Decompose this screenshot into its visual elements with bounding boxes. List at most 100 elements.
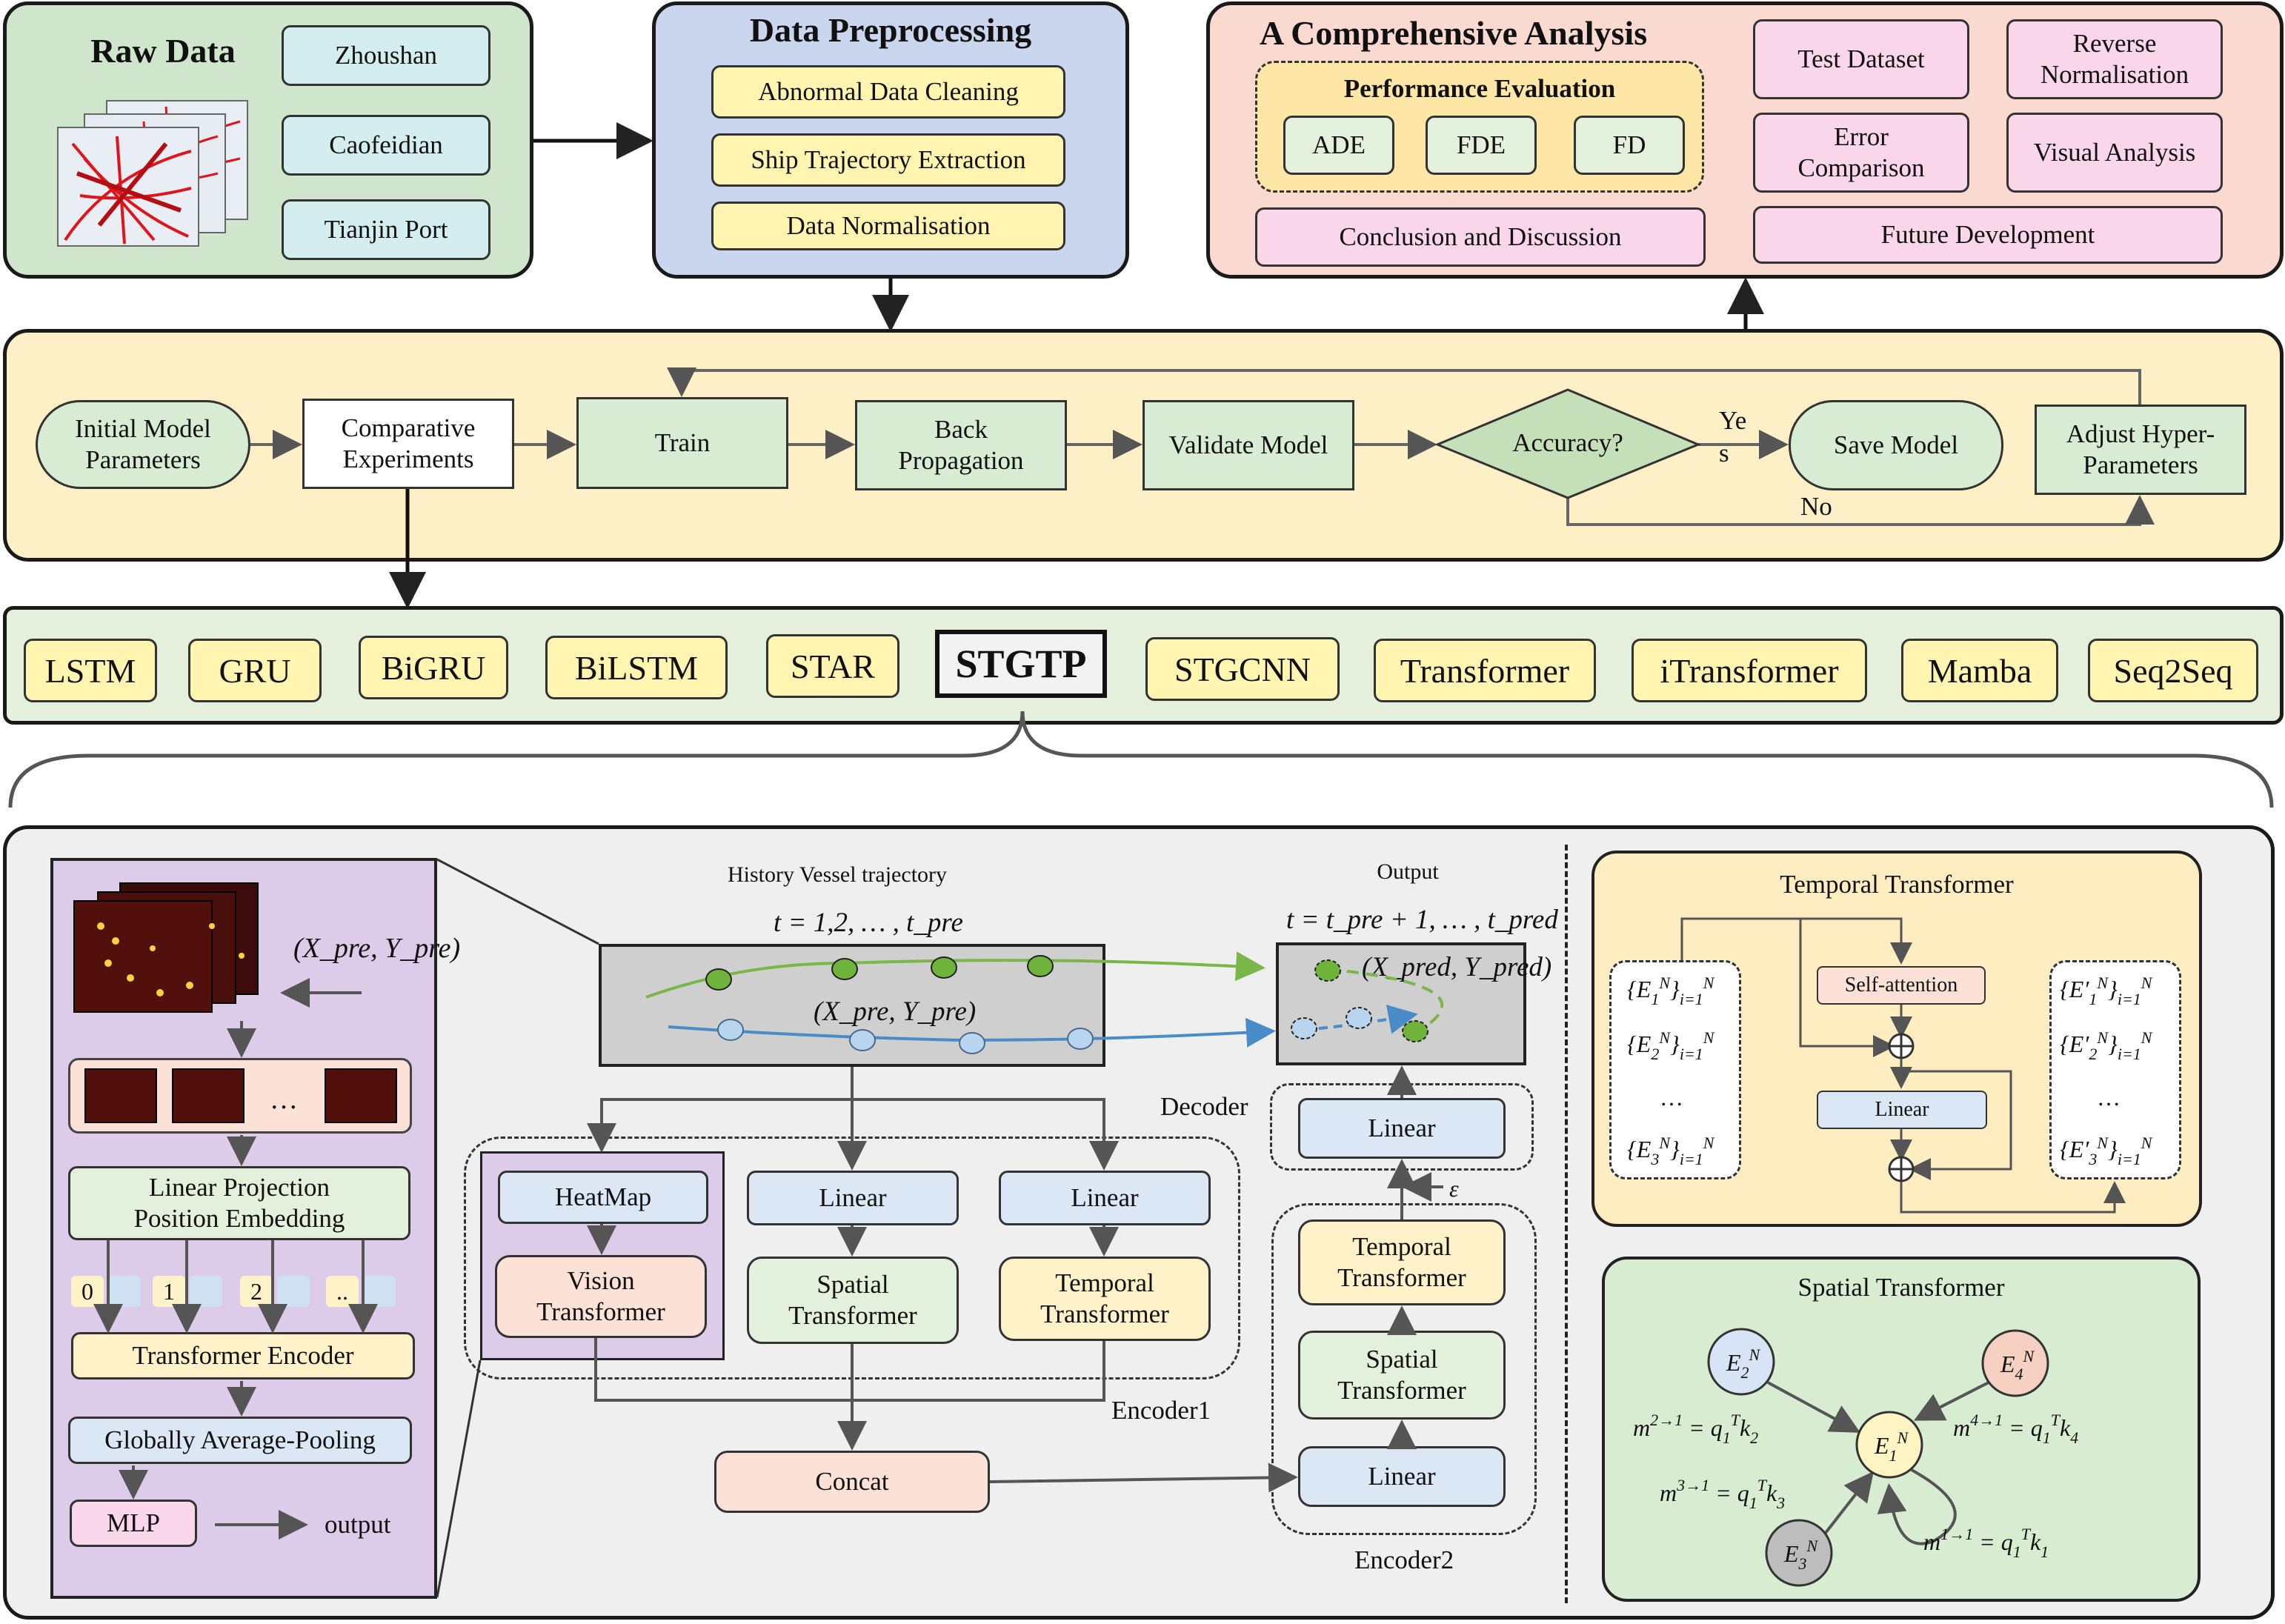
save-model: Save Model <box>1789 400 2003 490</box>
svg-text:…: … <box>2097 1084 2121 1111</box>
svg-text:{E′3N}i=1N: {E′3N}i=1N <box>2060 1134 2153 1168</box>
visual-analysis: Visual Analysis <box>2006 113 2223 193</box>
encoder2-temporal-block: Temporal Transformer <box>1298 1219 1506 1305</box>
performance-evaluation-title: Performance Evaluation <box>1343 74 1616 103</box>
temporal-transformer-title: Temporal Transformer <box>1780 870 2014 899</box>
linear-projection: Linear Projection Position Embedding <box>68 1166 410 1240</box>
transformer-encoder: Transformer Encoder <box>71 1332 415 1380</box>
model-bilstm: BiLSTM <box>545 636 728 699</box>
vit-input-text: (X_pre, Y_pre) <box>293 933 461 964</box>
svg-text:{E′2N}i=1N: {E′2N}i=1N <box>2060 1028 2153 1063</box>
section-separator <box>1565 845 1568 1603</box>
enc2-temporal-line1: Temporal <box>1352 1232 1451 1261</box>
comparative-line1: Comparative <box>341 413 476 442</box>
comparative-line2: Experiments <box>342 445 474 473</box>
token-2-embed <box>277 1276 310 1307</box>
spatial-transformer-block: Spatial Transformer <box>747 1257 959 1344</box>
patch-ellipsis: … <box>270 1084 298 1115</box>
vision-line2: Transformer <box>536 1297 665 1326</box>
expansion-brace <box>8 710 2274 808</box>
initial-line2: Parameters <box>85 445 201 474</box>
raw-data-title: Raw Data <box>90 32 236 70</box>
history-title: History Vessel trajectory <box>727 862 948 887</box>
svg-text:{E2N}i=1N: {E2N}i=1N <box>1627 1028 1715 1063</box>
output-time-text: t = t_pre + 1, … , t_pred <box>1286 905 1558 935</box>
model-lstm: LSTM <box>24 639 157 702</box>
adjust-line1: Adjust Hyper- <box>2066 419 2215 448</box>
svg-text:…: … <box>1660 1084 1683 1111</box>
model-mamba: Mamba <box>1901 639 2058 702</box>
model-star: STAR <box>766 634 899 698</box>
model-itransformer: iTransformer <box>1632 639 1867 702</box>
step-trajectory-extraction: Ship Trajectory Extraction <box>711 133 1065 187</box>
error-comparison-line2: Comparison <box>1797 153 1925 182</box>
reverse-normalisation-line2: Normalisation <box>2040 60 2189 89</box>
accuracy-decision <box>1434 388 1701 499</box>
svg-text:m2→1 = q1Tk2: m2→1 = q1Tk2 <box>1633 1411 1758 1447</box>
svg-text:m4→1 = q1Tk4: m4→1 = q1Tk4 <box>1953 1411 2078 1447</box>
patch-3 <box>325 1068 397 1123</box>
token-n: .. <box>326 1276 359 1307</box>
port-caofeidian: Caofeidian <box>282 115 490 176</box>
data-preprocessing-title: Data Preprocessing <box>749 11 1032 49</box>
enc2-spatial-line1: Spatial <box>1366 1345 1438 1374</box>
adjust-hyper-parameters: Adjust Hyper- Parameters <box>2035 405 2246 495</box>
enc2-spatial-line2: Transformer <box>1337 1376 1466 1405</box>
svg-text:m1→1 = q1Tk1: m1→1 = q1Tk1 <box>1923 1525 2049 1561</box>
step-abnormal-cleaning: Abnormal Data Cleaning <box>711 65 1065 119</box>
spatial-linear-block: Linear <box>747 1171 959 1225</box>
vit-input-label: (X_pre, Y_pre) <box>293 932 460 965</box>
analysis-title: A Comprehensive Analysis <box>1260 14 1648 52</box>
decoder-label: Decoder <box>1160 1092 1248 1121</box>
concat-block: Concat <box>714 1451 990 1513</box>
heatmap-block: HeatMap <box>498 1171 708 1224</box>
output-embeddings-group <box>2049 960 2181 1179</box>
history-trajectory-label: (X_pre, Y_pre) <box>814 996 976 1028</box>
port-tianjin: Tianjin Port <box>282 199 490 260</box>
enc2-temporal-line2: Transformer <box>1337 1263 1466 1292</box>
conclusion-discussion: Conclusion and Discussion <box>1255 207 1706 267</box>
yes-label-line1: Ye <box>1719 406 1747 435</box>
reverse-normalisation: Reverse Normalisation <box>2006 19 2223 99</box>
linear-projection-line2: Position Embedding <box>133 1204 345 1233</box>
linear-projection-line1: Linear Projection <box>149 1173 330 1202</box>
mlp-box: MLP <box>70 1500 197 1547</box>
model-stgcnn: STGCNN <box>1145 637 1340 701</box>
test-dataset: Test Dataset <box>1753 19 1969 99</box>
adjust-line2: Parameters <box>2083 450 2198 479</box>
global-average-pooling: Globally Average-Pooling <box>68 1417 412 1464</box>
output-green-track <box>1327 968 1444 1030</box>
model-transformer: Transformer <box>1374 639 1596 702</box>
temporal-linear-input-block: Linear <box>999 1171 1211 1225</box>
model-gru: GRU <box>188 639 322 702</box>
svg-text:{E′1N}i=1N: {E′1N}i=1N <box>2060 974 2153 1008</box>
model-seq2seq: Seq2Seq <box>2088 639 2258 702</box>
comparative-experiments: Comparative Experiments <box>302 399 514 489</box>
metric-fde: FDE <box>1426 116 1537 175</box>
token-n-embed <box>363 1276 396 1307</box>
spatial-transformer-title: Spatial Transformer <box>1797 1273 2005 1302</box>
error-comparison: Error Comparison <box>1753 113 1969 193</box>
history-time-label: t = 1,2, … , t_pre <box>774 907 963 939</box>
validate-model: Validate Model <box>1142 400 1354 490</box>
token-0-embed <box>108 1276 141 1307</box>
initial-model-parameters: Initial Model Parameters <box>36 400 250 489</box>
metric-fd: FD <box>1574 116 1685 175</box>
model-bigru: BiGRU <box>359 636 508 699</box>
future-development: Future Development <box>1753 206 2223 264</box>
temporal-line2: Transformer <box>1040 1299 1169 1328</box>
token-0: 0 <box>71 1276 104 1307</box>
token-1-embed <box>190 1276 222 1307</box>
encoder2-label: Encoder2 <box>1354 1545 1454 1574</box>
initial-line1: Initial Model <box>75 414 211 443</box>
backprop-line1: Back <box>934 415 988 444</box>
temporal-transformer-block: Temporal Transformer <box>999 1257 1211 1341</box>
port-zhoushan: Zhoushan <box>282 25 490 86</box>
temporal-linear-block: Linear <box>1817 1091 1987 1129</box>
svg-text:{E3N}i=1N: {E3N}i=1N <box>1627 1134 1715 1168</box>
decoder-linear-block: Linear <box>1298 1098 1506 1159</box>
svg-text:{E1N}i=1N: {E1N}i=1N <box>1627 974 1715 1008</box>
error-comparison-line1: Error <box>1834 122 1889 151</box>
